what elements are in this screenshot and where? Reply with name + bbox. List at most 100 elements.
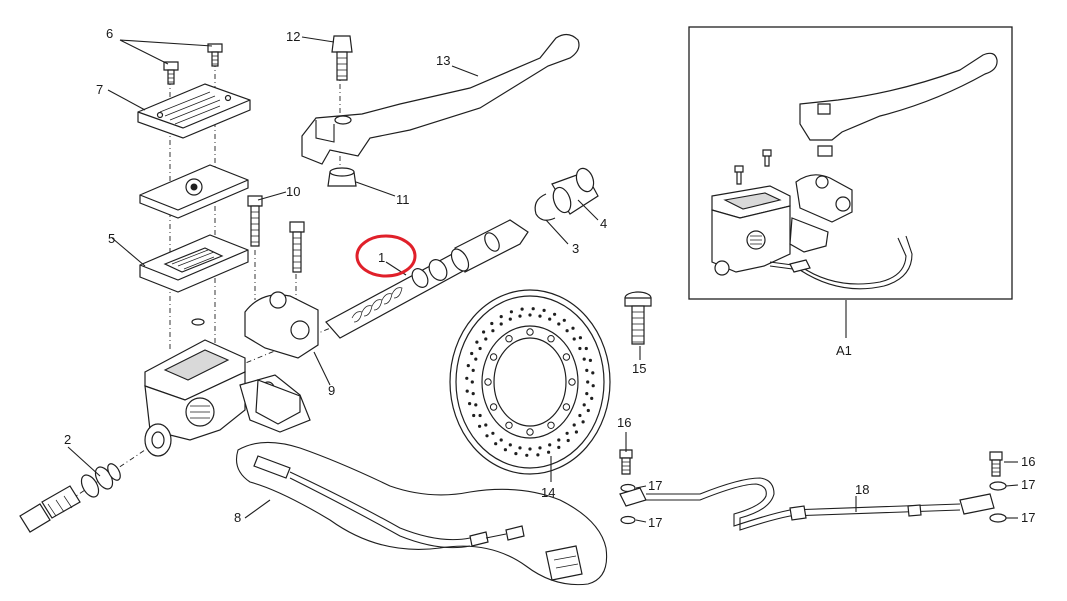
disc-mount-hole xyxy=(505,335,513,343)
disc-perforation xyxy=(588,358,593,362)
callout-2: 2 xyxy=(64,432,71,447)
callout-17-right-bottom: 17 xyxy=(1021,510,1035,525)
disc-perforation xyxy=(557,322,561,326)
disc-perforation xyxy=(475,340,479,344)
disc-perforation xyxy=(586,380,590,384)
disc-perforation xyxy=(478,346,482,351)
disc-perforation xyxy=(472,413,476,418)
disc-perforation xyxy=(562,318,566,322)
switch-harness-8 xyxy=(235,441,608,586)
callout-17-left-top: 17 xyxy=(648,478,662,493)
piston-kit-1 xyxy=(325,167,599,339)
disc-perforation xyxy=(478,424,482,428)
disc-perforation xyxy=(548,317,552,321)
callout-1: 1 xyxy=(378,250,385,265)
disc-perforation xyxy=(471,392,475,396)
disc-perforation xyxy=(538,314,542,318)
disc-perforation xyxy=(465,376,469,380)
callout-8: 8 xyxy=(234,510,241,525)
callout-4: 4 xyxy=(600,216,607,231)
disc-perforation xyxy=(508,443,512,447)
disc-perforation xyxy=(585,392,589,396)
callout-17-right-top: 17 xyxy=(1021,477,1035,492)
disc-perforation xyxy=(536,453,540,457)
disc-perforation xyxy=(591,371,595,375)
disc-mount-hole xyxy=(526,328,534,336)
disc-perforation xyxy=(499,322,503,326)
disc-perforation xyxy=(466,364,470,368)
disc-perforation xyxy=(557,445,561,449)
disc-perforation xyxy=(520,307,524,311)
disc-perforation xyxy=(572,423,576,427)
disc-perforation xyxy=(582,357,586,361)
disc-perforation xyxy=(468,402,472,406)
disc-perforation xyxy=(525,453,529,457)
disc-mount-hole xyxy=(489,403,498,411)
disc-perforation xyxy=(470,351,474,356)
callout-13: 13 xyxy=(436,53,450,68)
disc-perforation xyxy=(490,321,494,326)
bolts-10 xyxy=(247,195,305,273)
disc-perforation xyxy=(518,446,522,450)
disc-perforation xyxy=(518,314,522,318)
disc-mount-hole xyxy=(568,378,576,386)
callout-9: 9 xyxy=(328,383,335,398)
disc-perforation xyxy=(547,450,551,454)
disc-perforation xyxy=(565,329,569,333)
callout-17-left-bottom: 17 xyxy=(648,515,662,530)
disc-perforation xyxy=(585,368,589,372)
bolt-15 xyxy=(624,291,652,345)
master-cylinder-assembly xyxy=(39,43,351,521)
disc-perforation xyxy=(474,403,478,407)
callout-10: 10 xyxy=(286,184,300,199)
disc-perforation xyxy=(503,448,507,452)
disc-perforation xyxy=(494,442,498,446)
disc-perforation xyxy=(590,396,594,400)
disc-perforation xyxy=(542,308,546,312)
disc-perforation xyxy=(578,346,582,351)
disc-perforation xyxy=(485,434,489,438)
callout-7: 7 xyxy=(96,82,103,97)
disc-perforation xyxy=(553,312,557,316)
disc-perforation xyxy=(482,330,486,334)
callout-labels: 6 7 5 2 8 12 13 11 10 9 3 4 1 14 15 16 1… xyxy=(64,26,1035,530)
disc-mount-hole xyxy=(484,378,492,386)
disc-perforation xyxy=(584,346,588,351)
disc-mount-hole xyxy=(547,421,555,429)
disc-perforation xyxy=(499,438,503,442)
disc-mount-hole xyxy=(562,403,571,411)
callout-16-right: 16 xyxy=(1021,454,1035,469)
brake-lever-13 xyxy=(301,33,580,187)
brake-hose-18 xyxy=(619,449,1007,531)
push-rod-2 xyxy=(19,463,121,533)
disc-perforation xyxy=(465,389,469,393)
disc-perforation xyxy=(514,452,518,456)
clamp-9 xyxy=(244,291,319,425)
disc-perforation xyxy=(571,326,575,330)
callout-6: 6 xyxy=(106,26,113,41)
disc-perforation xyxy=(491,329,495,333)
disc-perforation xyxy=(582,403,586,407)
disc-perforation xyxy=(508,317,512,321)
inset-assembly-a1 xyxy=(688,26,1013,300)
callout-14: 14 xyxy=(541,485,555,500)
disc-perforation xyxy=(591,384,595,388)
disc-perforation xyxy=(484,423,488,427)
disc-mount-hole xyxy=(505,421,513,429)
brake-disc-14 xyxy=(449,289,611,475)
disc-perforation xyxy=(565,431,569,435)
callout-15: 15 xyxy=(632,361,646,376)
disc-mount-hole xyxy=(489,353,498,361)
disc-perforation xyxy=(478,413,482,418)
disc-perforation xyxy=(557,438,561,442)
disc-perforation xyxy=(509,310,513,314)
disc-perforation xyxy=(574,430,579,434)
disc-perforation xyxy=(578,336,583,340)
disc-perforation xyxy=(581,420,585,424)
callout-5: 5 xyxy=(108,231,115,246)
callout-12: 12 xyxy=(286,29,300,44)
disc-mount-hole xyxy=(562,353,571,361)
disc-perforation xyxy=(572,337,576,341)
callout-a1: A1 xyxy=(836,343,852,358)
